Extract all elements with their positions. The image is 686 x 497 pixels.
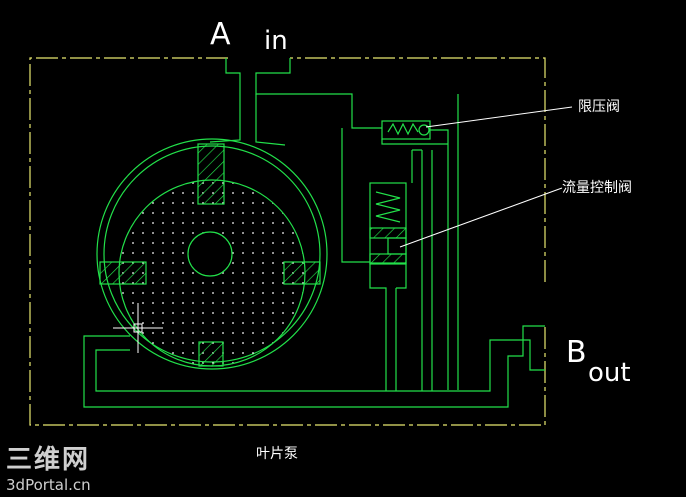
port-a-sub-label: in	[264, 26, 288, 56]
vane-bottom	[198, 341, 224, 367]
pump-rotor	[118, 179, 306, 367]
vane-top	[197, 143, 225, 205]
watermark-site: 3dPortal.cn	[6, 476, 91, 494]
pump-label: 叶片泵	[256, 446, 298, 462]
leader-lines	[399, 106, 573, 248]
relief-valve	[381, 120, 449, 390]
inlet-port	[209, 58, 382, 146]
outlet-channel	[83, 325, 545, 408]
spring-icon	[387, 122, 419, 136]
relief-valve-label: 限压阀	[578, 99, 620, 115]
spring-icon	[375, 191, 401, 223]
check-ball-icon	[418, 124, 430, 136]
housing-frame	[29, 57, 546, 426]
port-b-sub-label: out	[588, 358, 631, 388]
flow-valve-label: 流量控制阀	[562, 180, 632, 196]
vane-left	[99, 261, 147, 285]
flow-control-valve	[341, 94, 459, 391]
rotor-shaft	[187, 231, 233, 277]
pump-vanes	[99, 143, 321, 367]
crosshair-cursor-icon	[113, 303, 163, 353]
vane-right	[283, 261, 321, 285]
watermark-logo: 三维网	[6, 444, 90, 475]
watermark: 三维网 3dPortal.cn	[6, 444, 91, 494]
port-a-label: A	[210, 17, 231, 52]
port-b-label: B	[566, 335, 587, 370]
